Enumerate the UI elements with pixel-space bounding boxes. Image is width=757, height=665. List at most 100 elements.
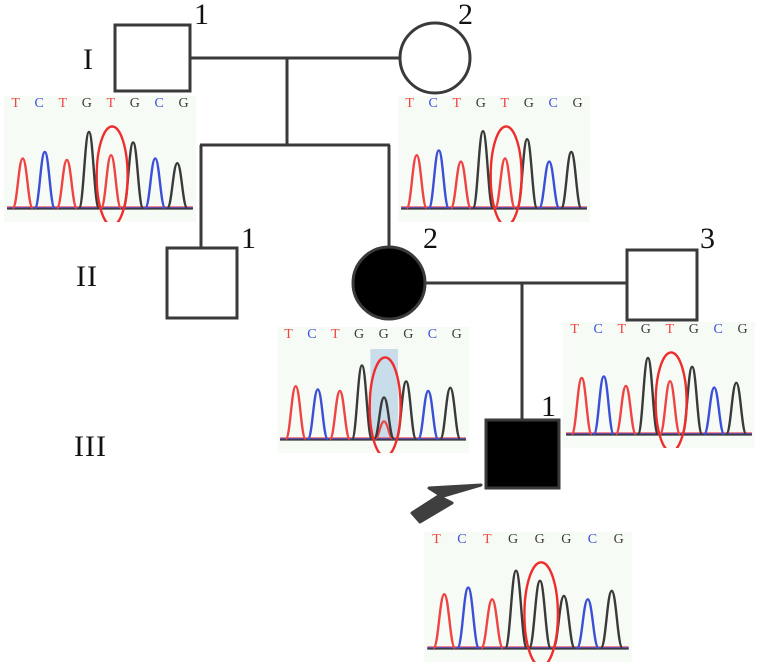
peak-4-T — [99, 153, 123, 210]
individual-III-1-square[interactable] — [484, 418, 561, 490]
chromatogram-background — [4, 96, 196, 222]
peak-2-T — [449, 160, 473, 210]
peak-1-C — [456, 586, 481, 650]
sequence-base-0-T: T — [432, 532, 441, 547]
peak-7-G — [560, 150, 583, 210]
sequence-base-0-T: T — [11, 96, 20, 111]
individual-II-1-square[interactable] — [165, 246, 239, 320]
variant-highlight-ellipse — [654, 351, 688, 448]
individual-I-2-circle[interactable] — [398, 21, 472, 95]
peak-3-G — [504, 569, 528, 650]
sequence-base-3-G: G — [81, 96, 92, 111]
sequence-base-6-C: C — [587, 532, 598, 547]
sequence-base-5-G: G — [129, 96, 140, 111]
proband-arrow-icon — [410, 483, 483, 524]
peak-0-T — [11, 157, 34, 210]
sequence-base-0-T: T — [284, 327, 293, 342]
individual-II-3-square[interactable] — [625, 248, 699, 322]
sequence-base-1-C: C — [307, 327, 317, 342]
sequence-base-3-G: G — [475, 96, 486, 111]
sequence-base-6-C: C — [548, 96, 558, 111]
generation-label-II: II — [76, 260, 98, 293]
peak-3-G — [636, 356, 660, 436]
sequence-base-4-T: T — [665, 322, 675, 337]
sequence-base-2-T: T — [331, 327, 340, 342]
sequence-base-7-G: G — [613, 532, 624, 547]
peak-4-G — [528, 579, 552, 650]
peak-2-T — [480, 598, 505, 650]
sequence-base-0-T: T — [570, 322, 579, 337]
peak-1-C — [427, 149, 450, 210]
sequence-base-1-C: C — [34, 96, 44, 111]
peak-7-G — [599, 589, 624, 650]
generation-label-I: I — [83, 43, 94, 76]
sequence-base-2-T: T — [483, 532, 492, 547]
chromatogram-background — [563, 322, 755, 448]
chromatogram-trace — [401, 125, 587, 222]
variant-highlight-ellipse — [489, 125, 523, 222]
variant-highlight-ellipse — [368, 356, 402, 453]
sequence-base-5-G: G — [561, 532, 572, 547]
chromatogram-background — [398, 96, 590, 222]
sequence-base-7-G: G — [178, 96, 189, 111]
individual-I-1-square[interactable] — [113, 23, 192, 93]
individual-number-II-1: 1 — [241, 222, 256, 255]
peak-7-G — [439, 386, 462, 441]
sequence-base-6-C: C — [713, 322, 723, 337]
sequence-base-1-C: C — [428, 96, 438, 111]
peak-4-secondary-T — [374, 420, 394, 441]
sequence-base-2-T: T — [617, 322, 627, 337]
sequence-base-4-T: T — [106, 96, 116, 111]
sequence-base-7-G: G — [737, 322, 748, 337]
sequence-base-6-C: C — [427, 327, 438, 342]
sequence-base-1-C: C — [457, 532, 467, 547]
peak-7-G — [166, 161, 189, 210]
peak-1-C — [33, 150, 56, 210]
sequence-base-4-G: G — [534, 532, 545, 547]
individual-number-I-2: 2 — [458, 0, 473, 31]
variant-highlight-ellipse — [95, 125, 129, 222]
chromatogram-trace — [7, 125, 193, 222]
individual-number-II-2: 2 — [423, 222, 438, 255]
peak-0-T — [405, 153, 428, 210]
peak-2-T — [614, 384, 638, 436]
chromatogram-trace — [280, 349, 466, 453]
sequence-base-6-C: C — [154, 96, 164, 111]
sequence-base-5-G: G — [403, 327, 414, 342]
generation-label-III: III — [74, 430, 107, 463]
peak-2-T — [328, 389, 352, 441]
peak-7-G — [725, 381, 748, 436]
peak-0-T — [284, 384, 307, 441]
peak-4-G — [372, 396, 396, 441]
peak-6-C — [144, 157, 167, 210]
sequence-base-3-G: G — [640, 322, 651, 337]
individual-number-I-1: 1 — [194, 0, 209, 31]
sequence-base-3-G: G — [354, 327, 365, 342]
peak-3-G — [471, 129, 495, 210]
peak-2-T — [55, 158, 79, 210]
sequence-base-4-T: T — [500, 96, 510, 111]
sequence-base-0-T: T — [405, 96, 414, 111]
sequence-base-1-C: C — [593, 322, 603, 337]
peak-4-T — [658, 379, 682, 436]
sequence-base-3-G: G — [508, 532, 519, 547]
peak-3-G — [77, 130, 101, 210]
individual-number-III-1: 1 — [541, 390, 556, 423]
chromatogram-trace — [427, 561, 629, 662]
peak-6-C — [575, 598, 600, 650]
sequence-base-7-G: G — [572, 96, 583, 111]
chromatogram-background — [424, 532, 632, 662]
individual-II-2-circle[interactable] — [351, 245, 427, 321]
peak-6-C — [417, 389, 440, 441]
